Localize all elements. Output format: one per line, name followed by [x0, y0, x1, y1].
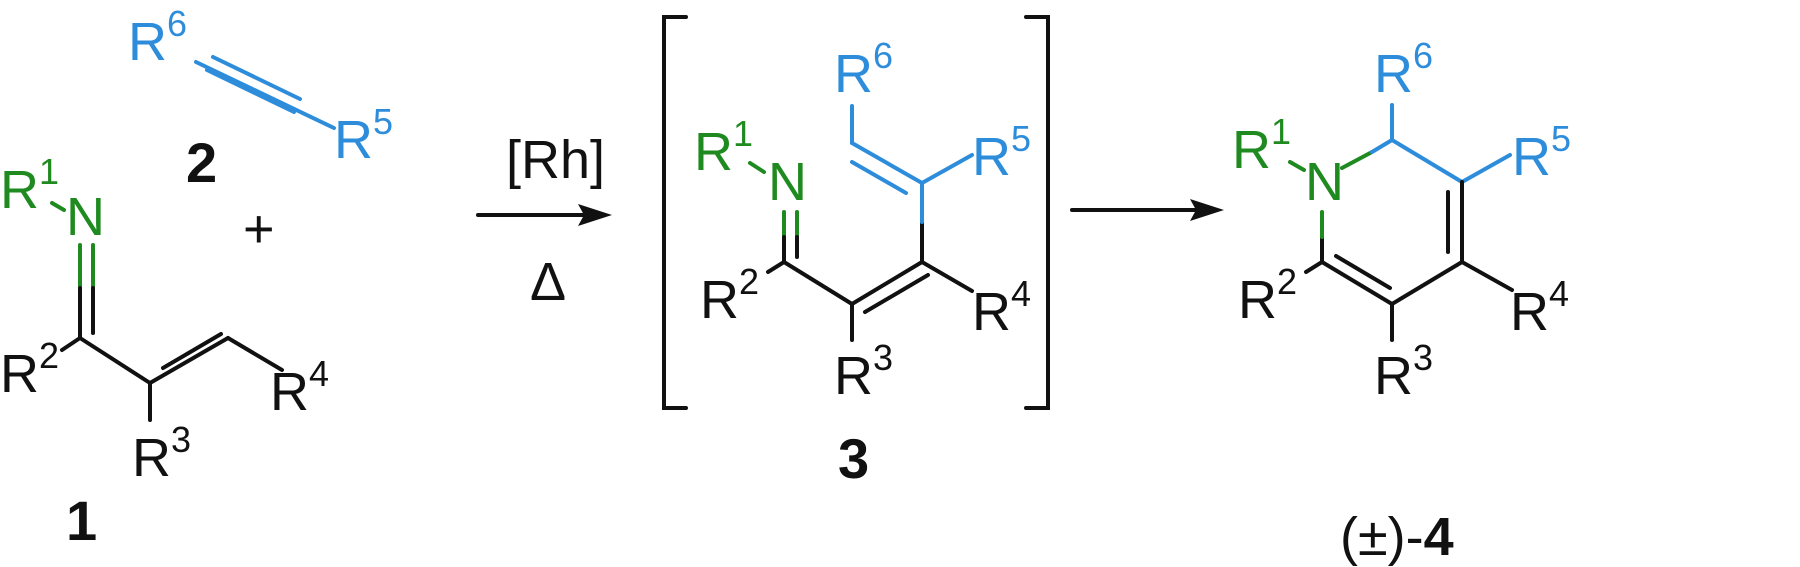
compound-1-structure: R1 N R2 R3 R4: [0, 151, 329, 488]
compound-2-r6-label: R6: [128, 3, 187, 72]
heat-symbol: Δ: [530, 252, 566, 312]
compound-2-r5-label: R5: [334, 101, 393, 170]
compound-1-c3-c4-inner-bond: [161, 332, 223, 370]
compound-1-r2-bond: [60, 336, 82, 352]
intermediate-3-r4-bond: [920, 260, 974, 293]
product-4-n-c6-bond-green: [1340, 150, 1374, 170]
plus-sign: +: [243, 199, 275, 259]
intermediate-3-r6-label: R6: [834, 35, 893, 104]
intermediate-3-nitrogen: N: [768, 152, 807, 212]
catalyst-label: [Rh]: [506, 130, 605, 190]
intermediate-3-brackets: [662, 15, 1050, 410]
product-4-r4-label: R4: [1510, 273, 1569, 342]
product-4-r2-label: R2: [1238, 261, 1297, 330]
product-4-c3-c2-bond: [1320, 260, 1394, 306]
intermediate-3-structure: R1 N R2 R3 R4 R6 R5: [694, 35, 1031, 406]
compound-1-r1-label: R1: [0, 151, 59, 220]
product-4-r5-bond: [1460, 153, 1512, 184]
product-4-c3-c2-inner-bond: [1334, 254, 1392, 290]
compound-1-r1-n-bond: [50, 201, 66, 212]
compound-2-triple-bond-upper: [211, 55, 302, 101]
product-4-c4-c3-bond: [1390, 260, 1464, 306]
product-4-r4-bond: [1460, 260, 1514, 292]
intermediate-3-c5-c6-inner-bond: [850, 160, 908, 195]
product-4-r1-label: R1: [1232, 111, 1291, 180]
compound-1-r3-label: R3: [132, 419, 191, 488]
compound-2-triple-bond-lower: [205, 68, 296, 114]
compound-2-number: 2: [186, 131, 217, 194]
intermediate-3-r2-bond: [766, 260, 786, 274]
compound-1-r4-bond: [226, 336, 284, 372]
product-4-r6-label: R6: [1374, 35, 1433, 104]
intermediate-3-c3-c4-bond: [850, 260, 924, 306]
product-4-r2-bond: [1304, 260, 1324, 274]
intermediate-3-c3-c4-inner-bond: [863, 273, 930, 314]
product-4-r5-label: R5: [1512, 118, 1571, 187]
intermediate-3-r5-bond: [920, 153, 974, 185]
intermediate-3-r4-label: R4: [972, 273, 1031, 342]
compound-1-c3-c4-bond: [148, 336, 230, 385]
product-4-n-c6-bond-blue: [1370, 138, 1394, 154]
product-4-number: (±)-4: [1340, 507, 1454, 567]
compound-1-number: 1: [66, 489, 97, 552]
reaction-arrow-1-head: [578, 204, 612, 226]
intermediate-3-r1-label: R1: [694, 113, 753, 182]
intermediate-3-c2-c3-bond: [782, 260, 854, 306]
product-4-r3-label: R3: [1374, 337, 1433, 406]
intermediate-3-r5-label: R5: [972, 118, 1031, 187]
compound-1-nitrogen: N: [66, 187, 105, 247]
compound-2-structure: R6 R5: [128, 3, 393, 170]
product-4-structure: R1 N R6 R5 R4 R3 R2: [1232, 35, 1571, 406]
compound-1-r2-label: R2: [0, 335, 59, 404]
product-4-r1-n-bond: [1288, 160, 1306, 172]
compound-1-c2-c3-bond: [78, 336, 152, 385]
compound-2-triple-bond-center: [194, 60, 336, 130]
intermediate-3-number: 3: [838, 427, 869, 490]
intermediate-3-r2-label: R2: [700, 261, 759, 330]
reaction-arrow-2-head: [1190, 199, 1224, 221]
intermediate-3-r3-label: R3: [834, 337, 893, 406]
product-4-c6-c5-bond: [1390, 138, 1464, 184]
intermediate-3-r1-n-bond: [748, 161, 766, 174]
left-bracket: [662, 15, 688, 410]
intermediate-3-c5-c6-bond: [850, 141, 924, 185]
right-bracket: [1024, 15, 1050, 410]
compound-1-r4-label: R4: [270, 353, 329, 422]
product-4-nitrogen: N: [1305, 152, 1344, 212]
